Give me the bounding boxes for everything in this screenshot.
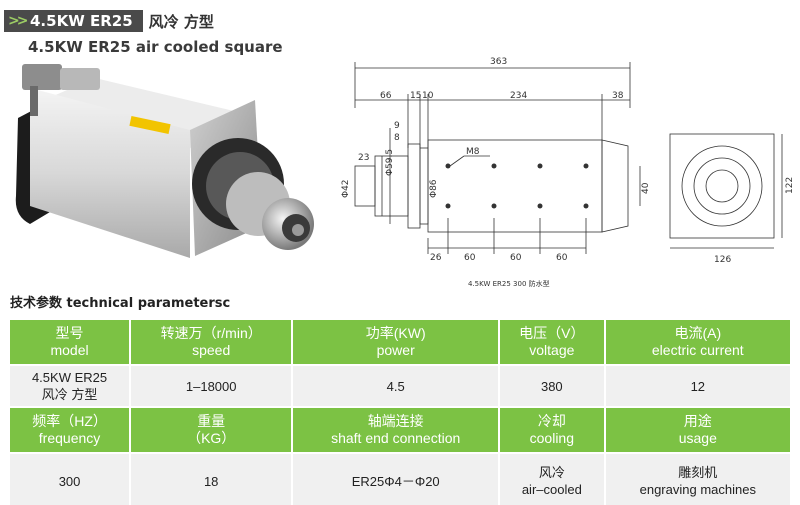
dim-126: 126: [714, 255, 731, 265]
spindle-motor-image: [15, 64, 314, 258]
model-chinese-title: 风冷 方型: [148, 12, 214, 31]
dim-38: 38: [612, 91, 624, 101]
value-power: 4.5: [293, 366, 499, 406]
dim-234: 234: [510, 91, 527, 101]
header-frequency: 频率（HZ）frequency: [10, 408, 130, 452]
value-speed: 1–18000: [131, 366, 292, 406]
dim-66: 66: [380, 91, 392, 101]
dim-15: 15: [410, 91, 421, 101]
value-frequency: 300: [10, 454, 130, 505]
dim-26: 26: [430, 253, 442, 263]
header-current: 电流(A)electric current: [605, 320, 790, 364]
header-voltage: 电压（V）voltage: [500, 320, 604, 364]
dim-86: Φ86: [429, 179, 439, 198]
model-badge-text: 4.5KW ER25: [30, 12, 133, 30]
dim-59-5: Φ59.5: [385, 149, 395, 176]
dim-total-length: 363: [490, 57, 507, 67]
model-badge: >> 4.5KW ER25: [4, 10, 143, 32]
params-title: 技术参数 technical parametersc: [10, 296, 231, 311]
dim-10: 10: [422, 91, 434, 101]
dim-8: 8: [394, 133, 400, 143]
dim-9: 9: [394, 121, 400, 131]
page-subtitle: 4.5KW ER25 air cooled square: [28, 38, 283, 56]
chevron-right-icon: >>: [8, 13, 29, 29]
header-speed: 转速万（r/min）speed: [131, 320, 292, 364]
dim-23: 23: [358, 153, 369, 163]
value-voltage: 380: [500, 366, 604, 406]
value-shaft-end: ER25Φ4－Φ20: [293, 454, 499, 505]
dim-40: 40: [641, 182, 651, 194]
drawing-caption: 4.5KW ER25 300 防水型: [468, 279, 550, 288]
value-weight: 18: [131, 454, 292, 505]
header-weight: 重量（KG）: [131, 408, 292, 452]
value-current: 12: [605, 366, 790, 406]
dim-60-a: 60: [464, 253, 476, 263]
dim-60-c: 60: [556, 253, 568, 263]
technical-drawing: 363 66 15 10 234 38 9 8 23 Φ59.5 Φ42 Φ86…: [341, 57, 795, 288]
dim-122: 122: [785, 177, 795, 194]
dim-60-b: 60: [510, 253, 522, 263]
dim-m8: M8: [466, 147, 480, 157]
title-bar: >> 4.5KW ER25 风冷 方型: [4, 10, 214, 32]
header-power: 功率(KW)power: [293, 320, 499, 364]
dim-42: Φ42: [341, 179, 351, 198]
